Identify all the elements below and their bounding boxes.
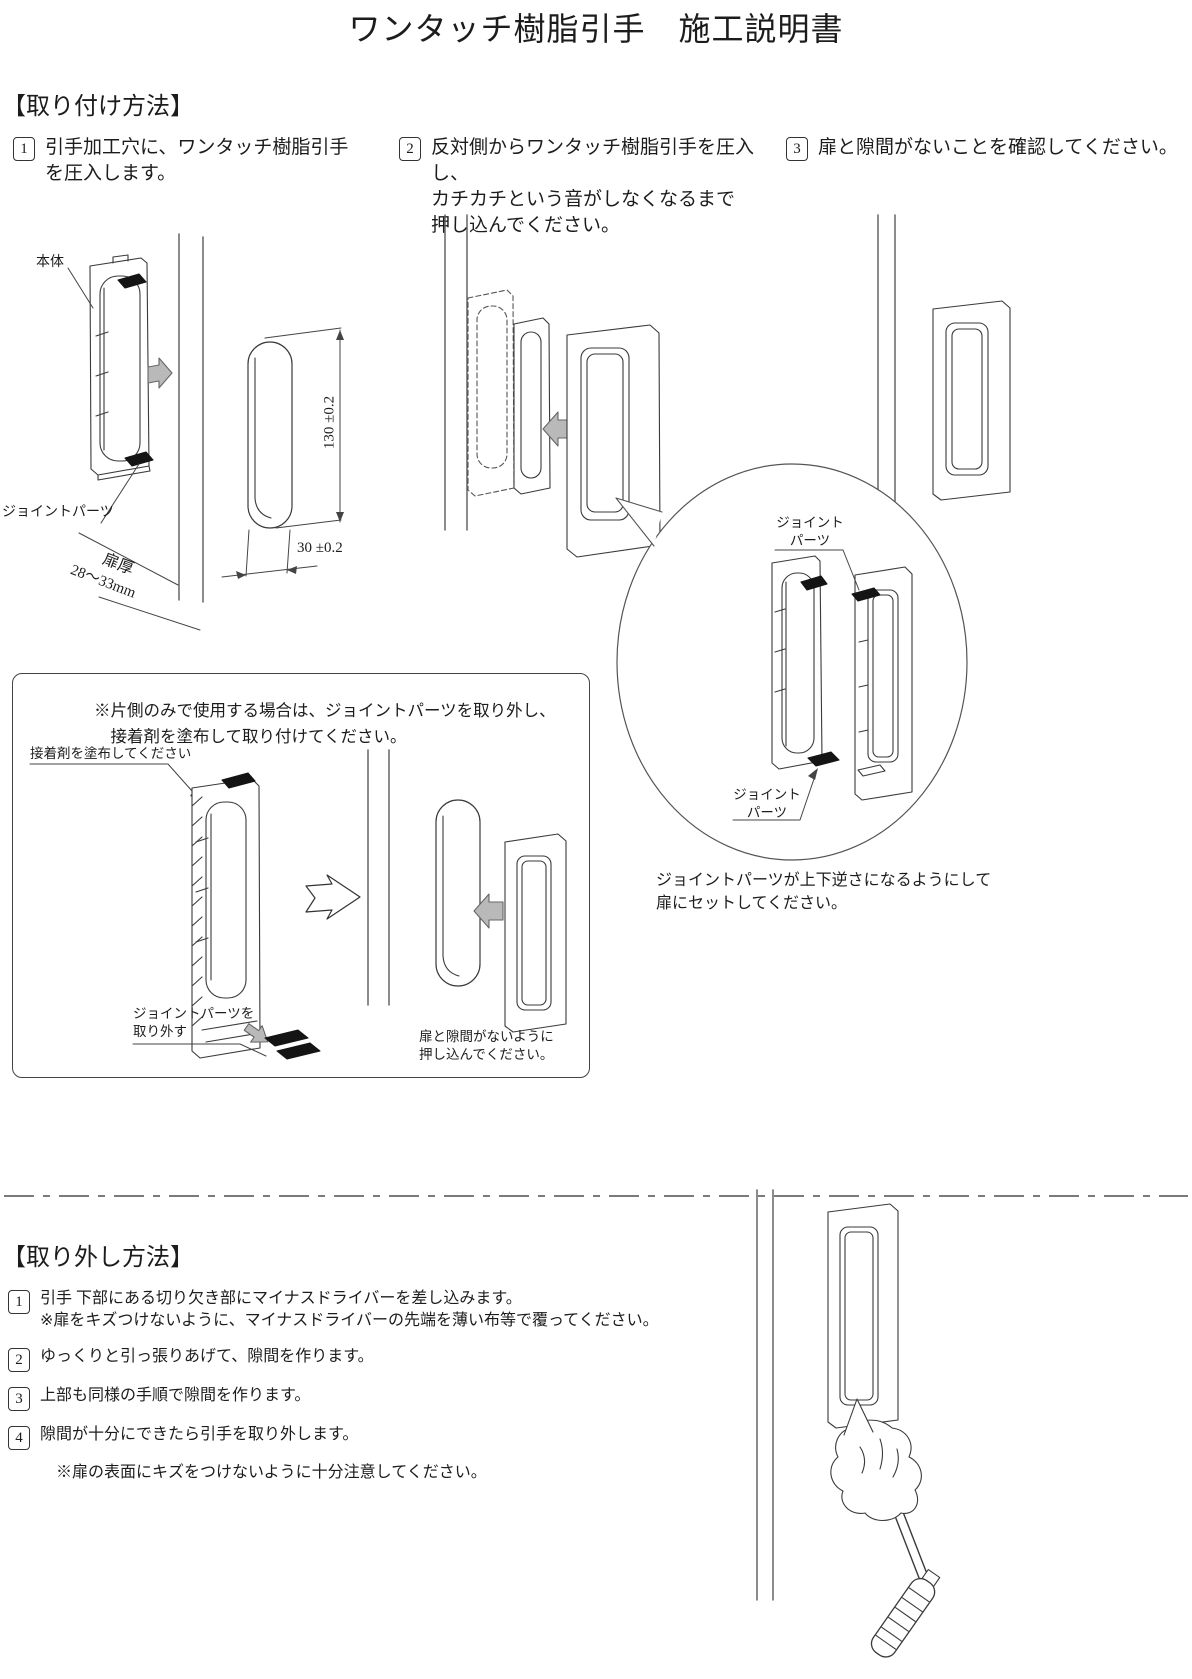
callout-caption: ジョイントパーツが上下逆さになるようにして 扉にセットしてください。 [656, 872, 992, 912]
handle-front-view [827, 1203, 899, 1429]
step-text: 隙間が十分にできたら引手を取り外します。 [40, 1426, 359, 1443]
step-text: 反対側からワンタッチ樹脂引手を圧入し、 カチカチという音がしなくなるまで 押し込… [431, 137, 755, 236]
door-edge-lines [444, 214, 468, 531]
push-in-label: 扉と隙間がないように 押し込んでください。 [419, 1029, 554, 1062]
handle-front-view [504, 833, 567, 1033]
adhesive-label-leader [29, 763, 201, 801]
diagram-removal [756, 1189, 941, 1658]
joint-detail-callout [615, 463, 968, 861]
removal-heading: 【取り外し方法】 [2, 1245, 194, 1271]
removed-joint-pieces [264, 1029, 321, 1060]
removal-caution: ※扉の表面にキズをつけないように十分注意してください。 [56, 1464, 487, 1481]
label-leaders [732, 549, 860, 821]
inserted-handle-hidden-outline [467, 289, 515, 497]
note-box-diagram [29, 749, 567, 1060]
door-edge-lines [178, 233, 204, 603]
joint-parts-label: ジョイントパーツ [2, 505, 114, 520]
removal-step-3: 3 上部も同様の手順で隙間を作ります。 [8, 1385, 728, 1411]
double-outline-arrow [305, 874, 361, 920]
handle-front-view [932, 300, 1011, 501]
machined-hole-capsule [435, 799, 481, 987]
install-step-2: 2 反対側からワンタッチ樹脂引手を圧入し、 カチカチという音がしなくなるまで 押… [399, 135, 781, 239]
body-label: 本体 [36, 255, 64, 270]
install-step-1: 1 引手加工穴に、ワンタッチ樹脂引手 を圧入します。 [13, 135, 395, 187]
press-in-arrow [147, 357, 173, 389]
step-text: 引手加工穴に、ワンタッチ樹脂引手 を圧入します。 [45, 137, 349, 184]
inserted-handle-front [513, 317, 551, 495]
section-divider [4, 1195, 1188, 1197]
removal-step-1: 1 引手 下部にある切り欠き部にマイナスドライバーを差し込みます。 ※扉をキズつ… [8, 1288, 728, 1332]
joint-part-top [221, 772, 256, 789]
dim-height-label: 130 ±0.2 [321, 395, 338, 450]
step-number-badge: 1 [13, 137, 35, 161]
step-number-badge: 3 [786, 137, 808, 161]
diagram-install-step2 [444, 214, 661, 558]
handle-right-front-view [851, 566, 913, 801]
single-side-note-box [12, 673, 590, 1078]
step-number-badge: 2 [399, 137, 421, 161]
remove-joint-label: ジョイントパーツを 取り外す [133, 1006, 255, 1039]
diagram-install-step3 [877, 214, 1011, 531]
joint-part-top [800, 575, 828, 591]
screwdriver-grip [870, 1568, 941, 1658]
joint-bracket-bottom [857, 764, 886, 777]
leader-joint-label [100, 463, 140, 524]
single-side-note: ※片側のみで使用する場合は、ジョイントパーツを取り外し、 接着剤を塗布して取り付… [94, 701, 556, 746]
install-heading: 【取り付け方法】 [2, 94, 194, 120]
machined-hole-capsule [247, 341, 293, 529]
joint-part-top-left [851, 587, 881, 602]
callout-joint-label-top: ジョイント パーツ [776, 515, 844, 548]
door-thickness-dim-lines [78, 532, 201, 631]
adhesive-label: 接着剤を塗布してください [30, 746, 192, 761]
step-number-badge: 1 [8, 1290, 30, 1314]
step-number-badge: 4 [8, 1426, 30, 1450]
callout-tail [615, 497, 663, 547]
joint-part-bottom [124, 451, 154, 467]
screwdriver [870, 1480, 941, 1658]
step-text: 扉と隙間がないことを確認してください。 [818, 137, 1178, 158]
step-text: 上部も同様の手順で隙間を作ります。 [40, 1387, 311, 1404]
page-title: ワンタッチ樹脂引手 施工説明書 [348, 11, 844, 47]
removal-step-2: 2 ゆっくりと引っ張りあげて、隙間を作ります。 [8, 1346, 728, 1372]
leader-body-label [67, 267, 94, 309]
handle-left-back-view [771, 555, 840, 770]
handle-body-back-view [89, 254, 154, 481]
press-in-arrow-left [473, 893, 504, 929]
dimension-arrowheads [236, 330, 344, 579]
step-number-badge: 2 [8, 1348, 30, 1372]
leader-arrowhead [808, 768, 818, 780]
dim-width-label: 30 ±0.2 [297, 540, 343, 556]
install-step-3: 3 扉と隙間がないことを確認してください。 [786, 135, 1192, 161]
step-number-badge: 3 [8, 1387, 30, 1411]
remove-label-leader [132, 1043, 267, 1057]
joint-removal-arrow [243, 1023, 269, 1043]
step-text: 引手 下部にある切り欠き部にマイナスドライバーを差し込みます。 ※扉をキズつけな… [40, 1290, 659, 1329]
protective-cloth [830, 1398, 922, 1522]
door-edge-lines [756, 1189, 774, 1601]
cloth-folds [859, 1438, 899, 1478]
joint-part-top [117, 273, 147, 289]
callout-joint-label-bottom: ジョイント パーツ [733, 787, 801, 820]
joint-part-bottom [807, 751, 840, 767]
removal-step-4: 4 隙間が十分にできたら引手を取り外します。 [8, 1424, 728, 1450]
door-edge-lines [877, 214, 896, 531]
door-edge-lines [367, 749, 390, 1006]
step-text: ゆっくりと引っ張りあげて、隙間を作ります。 [40, 1348, 374, 1365]
dimension-lines [221, 327, 342, 578]
handle-back-view-adhesive [191, 772, 261, 1059]
diagram-install-step1 [67, 233, 344, 631]
